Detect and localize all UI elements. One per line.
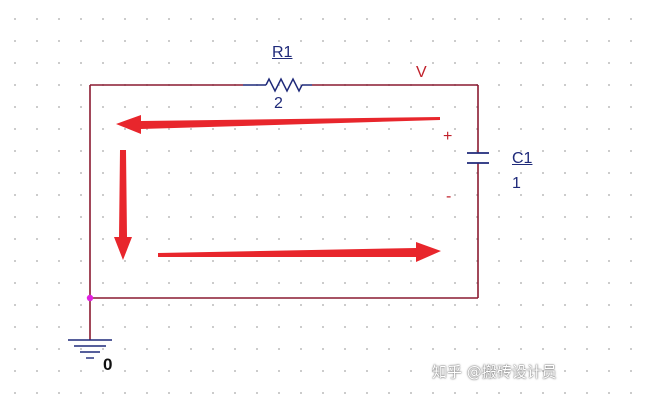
watermark-text: 知乎 @搬砖设计员	[432, 363, 557, 381]
current-arrows	[114, 115, 441, 262]
capacitor-c1[interactable]	[467, 152, 489, 164]
capacitor-ref-label: C1	[512, 150, 533, 167]
arrow-left-downward	[114, 150, 132, 260]
capacitor-value-label: 1	[512, 175, 521, 192]
arrow-top-leftward	[116, 115, 440, 134]
arrow-bottom-rightward	[158, 242, 441, 262]
polarity-plus: +	[443, 128, 453, 145]
circuit-wires	[89, 84, 479, 340]
ground-symbol	[68, 339, 112, 359]
ground-label: 0	[103, 355, 113, 374]
resistor-ref-label: R1	[272, 44, 293, 61]
junction-node	[86, 294, 94, 302]
polarity-minus: -	[446, 188, 452, 205]
resistor-value-label: 2	[274, 95, 283, 112]
net-label-v: V	[416, 64, 427, 81]
resistor-zigzag	[265, 77, 303, 93]
resistor-r1[interactable]	[243, 77, 312, 93]
